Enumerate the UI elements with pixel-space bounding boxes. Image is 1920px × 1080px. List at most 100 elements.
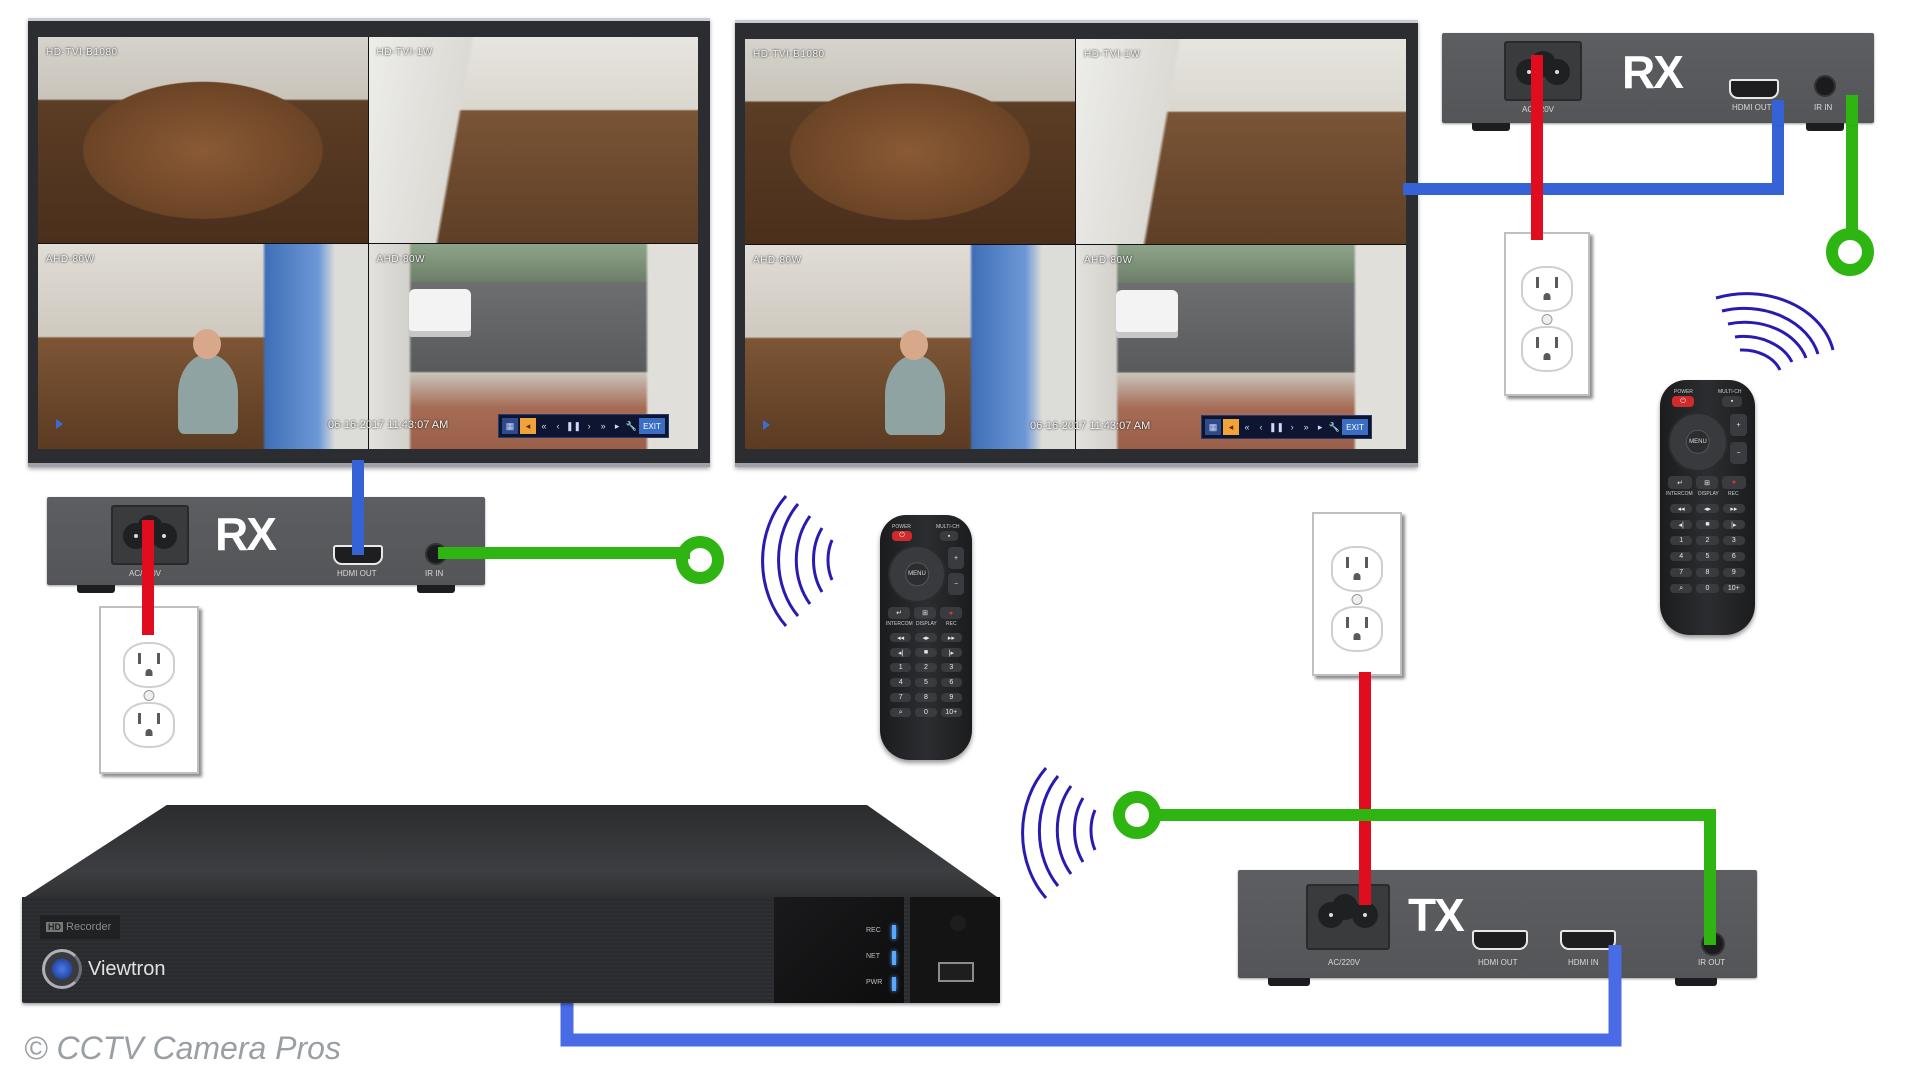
next-icon[interactable]: ▸ — [1317, 421, 1323, 432]
key-0[interactable]: 0 — [915, 708, 937, 717]
play-key[interactable]: ◂▸ — [915, 633, 937, 642]
multi-channel-button[interactable]: ▪ — [940, 531, 958, 541]
wrench-icon[interactable]: 🔧 — [625, 420, 637, 431]
nvr-recorder: HD Recorder Viewtron REC NET PWR — [22, 897, 1000, 1003]
d-pad[interactable]: MENU — [888, 545, 946, 603]
layout-grid-button[interactable]: ▦ — [502, 418, 518, 434]
frame-back-key[interactable]: ◂| — [1670, 520, 1693, 529]
forward-key[interactable]: ▸▸ — [1722, 504, 1745, 513]
power-button[interactable]: ⏻ — [892, 531, 912, 541]
wall-outlet-top-right — [1504, 232, 1590, 396]
reverse-button[interactable]: ◂ — [1223, 419, 1239, 435]
nvr-io-panel — [910, 897, 1000, 1003]
key-4[interactable]: 4 — [890, 678, 912, 687]
key-2[interactable]: 2 — [915, 663, 937, 672]
rx-title: RX — [215, 508, 277, 560]
pause-icon[interactable]: ❚❚ — [566, 420, 582, 431]
key-6[interactable]: 6 — [1722, 552, 1745, 561]
wrench-icon[interactable]: 🔧 — [1328, 421, 1340, 432]
menu-button[interactable]: MENU — [1685, 429, 1711, 455]
pause-icon[interactable]: ❚❚ — [1269, 421, 1285, 432]
key-10-plus[interactable]: 10+ — [940, 708, 962, 717]
key-4[interactable]: 4 — [1670, 552, 1693, 561]
step-back-icon[interactable]: ‹ — [556, 421, 560, 431]
rec-button[interactable]: ● — [940, 607, 962, 619]
frame-forward-key[interactable]: |▸ — [940, 648, 962, 657]
key-9[interactable]: 9 — [940, 693, 962, 702]
display-button[interactable]: ⊞ — [1696, 476, 1718, 489]
frame-back-key[interactable]: ◂| — [890, 648, 912, 657]
ir-eye-tx — [1113, 791, 1161, 839]
key-5[interactable]: 5 — [1696, 552, 1719, 561]
exit-button[interactable]: EXIT — [1342, 419, 1368, 435]
ac-power-port — [1306, 884, 1390, 950]
rewind-key[interactable]: ◂◂ — [1670, 504, 1693, 513]
person-figure — [178, 353, 238, 434]
stop-key[interactable]: ■ — [915, 648, 937, 657]
remote-keypad: ◂◂ ◂▸ ▸▸ ◂| ■ |▸ 1 2 3 4 5 6 7 8 9 ⌕ 0 1… — [1670, 504, 1745, 593]
camera-view: HD-TVI-B1080 — [745, 39, 1075, 244]
led-label: PWR — [866, 979, 883, 986]
ir-in-port — [1814, 75, 1836, 97]
fast-forward-icon[interactable]: » — [1303, 422, 1309, 432]
key-2[interactable]: 2 — [1696, 536, 1719, 545]
wall-outlet-left — [99, 606, 199, 774]
person-head — [193, 328, 221, 359]
usb-port[interactable] — [938, 962, 974, 982]
rewind-icon[interactable]: « — [541, 421, 547, 431]
ir-in-port — [425, 543, 447, 565]
search-key[interactable]: ⌕ — [890, 708, 912, 717]
volume-up-button[interactable]: + — [948, 547, 964, 569]
key-3[interactable]: 3 — [1722, 536, 1745, 545]
multi-channel-button[interactable]: ▪ — [1722, 396, 1742, 407]
key-0[interactable]: 0 — [1696, 584, 1719, 593]
key-7[interactable]: 7 — [1670, 568, 1693, 577]
key-6[interactable]: 6 — [940, 678, 962, 687]
hdmi-in-port — [1560, 930, 1616, 950]
ir-waves-left — [761, 495, 834, 627]
reverse-button[interactable]: ◂ — [520, 418, 536, 434]
key-8[interactable]: 8 — [915, 693, 937, 702]
car — [408, 288, 471, 337]
ir-remote-center: POWER ⏻ MULTI-CH ▪ MENU + − ↵ ⊞ ● INTERC… — [880, 515, 972, 760]
camera-label: HD-TVI-B1080 — [46, 47, 118, 58]
step-back-icon[interactable]: ‹ — [1259, 422, 1263, 432]
exit-button[interactable]: EXIT — [639, 418, 665, 434]
rec-button[interactable]: ● — [1722, 476, 1746, 489]
menu-button[interactable]: MENU — [905, 562, 929, 586]
enter-button[interactable]: ↵ — [1668, 476, 1692, 489]
power-button[interactable]: ⏻ — [1672, 396, 1694, 407]
step-forward-icon[interactable]: › — [1290, 422, 1294, 432]
stop-key[interactable]: ■ — [1696, 520, 1719, 529]
key-7[interactable]: 7 — [890, 693, 912, 702]
key-3[interactable]: 3 — [940, 663, 962, 672]
key-10-plus[interactable]: 10+ — [1722, 584, 1745, 593]
key-5[interactable]: 5 — [915, 678, 937, 687]
volume-down-button[interactable]: − — [1730, 442, 1747, 464]
enter-button[interactable]: ↵ — [888, 607, 910, 619]
key-9[interactable]: 9 — [1722, 568, 1745, 577]
box-foot — [1675, 978, 1717, 986]
port-label: HDMI OUT — [337, 569, 377, 578]
rewind-key[interactable]: ◂◂ — [890, 633, 912, 642]
key-1[interactable]: 1 — [890, 663, 912, 672]
next-icon[interactable]: ▸ — [614, 420, 620, 431]
forward-key[interactable]: ▸▸ — [940, 633, 962, 642]
volume-up-button[interactable]: + — [1730, 414, 1747, 436]
fast-forward-icon[interactable]: » — [600, 421, 606, 431]
layout-grid-button[interactable]: ▦ — [1205, 419, 1221, 435]
hd-badge: HD — [46, 922, 63, 932]
row-label: INTERCOM — [886, 621, 913, 627]
d-pad[interactable]: MENU — [1668, 412, 1728, 472]
search-key[interactable]: ⌕ — [1670, 584, 1693, 593]
frame-forward-key[interactable]: |▸ — [1722, 520, 1745, 529]
key-1[interactable]: 1 — [1670, 536, 1693, 545]
ir-eye-left — [676, 536, 724, 584]
key-8[interactable]: 8 — [1696, 568, 1719, 577]
volume-down-button[interactable]: − — [948, 573, 964, 595]
step-forward-icon[interactable]: › — [587, 421, 591, 431]
camera-view: AHD-80W — [745, 244, 1075, 449]
rewind-icon[interactable]: « — [1244, 422, 1250, 432]
display-button[interactable]: ⊞ — [914, 607, 936, 619]
play-key[interactable]: ◂▸ — [1696, 504, 1719, 513]
